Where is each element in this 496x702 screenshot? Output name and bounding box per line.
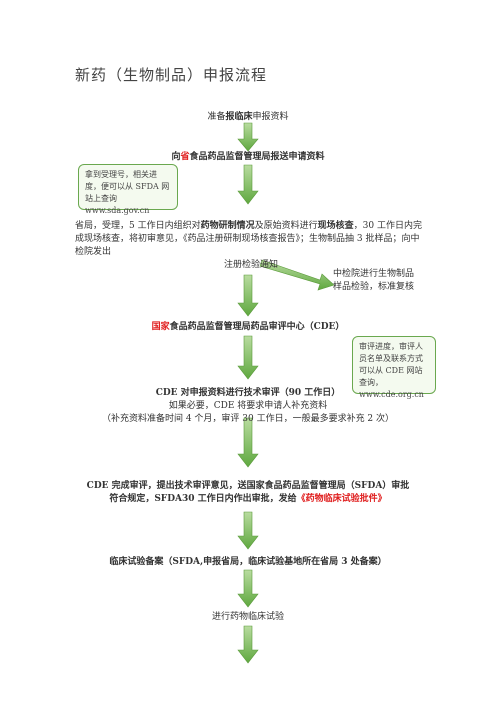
step-filing: 临床试验备案（SFDA,申报省局，临床试验基地所在省局 3 处备案） bbox=[109, 557, 387, 567]
step-review-b: 药物研制情况 bbox=[200, 221, 255, 231]
step-prepare-pre: 准备 bbox=[207, 112, 226, 122]
arrow-3 bbox=[237, 274, 259, 317]
arrow-6 bbox=[237, 511, 259, 550]
step-approval-line1: CDE 完成审评，提出技术审评意见，送国家食品药品监督管理局（SFDA）审批 bbox=[86, 481, 410, 491]
step-approval: CDE 完成审评，提出技术审评意见，送国家食品药品监督管理局（SFDA）审批 符… bbox=[70, 480, 426, 506]
note-cde-query: 审评进度，审评人员名单及联系方式可以从 CDE 网站查询，www.cde.org… bbox=[352, 336, 436, 399]
arrow-7 bbox=[237, 569, 259, 608]
step-review-d: 现场核查 bbox=[317, 221, 354, 231]
step-cde-post: 食品药品监督管理局药品审评中心（CDE） bbox=[169, 322, 345, 332]
step-prepare-bold: 报临床 bbox=[225, 112, 253, 122]
page-title: 新药（生物制品）申报流程 bbox=[75, 66, 268, 84]
arrow-2 bbox=[237, 164, 259, 205]
step-cde-red: 国家 bbox=[151, 322, 170, 332]
step-review-a: 省局，受理，5 工作日内组织对 bbox=[75, 221, 201, 231]
step-province-pre: 向 bbox=[171, 152, 181, 162]
step-province-submit: 向省食品药品监督管理局报送申请资料 bbox=[120, 151, 376, 164]
step-approval-line2a: 符合规定，SFDA30 工作日内作出审批，发给 bbox=[109, 494, 297, 504]
step-review-e: ，30 工作日内完成现场核查，将初审意见，《药品注册研制现场核查报告》；生物制品… bbox=[75, 221, 422, 257]
step-province-review: 省局，受理，5 工作日内组织对药物研制情况及原始资料进行现场核查，30 工作日内… bbox=[75, 220, 427, 272]
step-cde: 国家食品药品监督管理局药品审评中心（CDE） bbox=[120, 321, 376, 334]
step-tech-review-line2: 如果必要，CDE 将要求申请人补充资料 bbox=[168, 401, 328, 411]
step-clinical-trial: 进行药物临床试验 bbox=[211, 612, 284, 622]
arrow-8 bbox=[237, 625, 259, 664]
step-tech-review: CDE 对申报资料进行技术审评（90 工作日） 如果必要，CDE 将要求申请人补… bbox=[80, 387, 416, 426]
arrow-5 bbox=[237, 417, 259, 468]
step-review-c: 及原始资料进行 bbox=[254, 221, 318, 231]
step-nicpbp-test: 中检院进行生物制品样品检验，标准复核 bbox=[333, 269, 415, 292]
step-prepare: 准备报临床申报资料 bbox=[150, 111, 346, 124]
step-review-f: 注册检验通知 bbox=[223, 260, 278, 270]
step-tech-review-line1: CDE 对申报资料进行技术审评（90 工作日） bbox=[155, 388, 341, 398]
note-sfda-query: 拿到受理号，相关进度，便可以从 SFDA 网站上查询 www.sda.gov.c… bbox=[78, 164, 178, 215]
arrow-4 bbox=[237, 335, 259, 380]
step-prepare-post: 申报资料 bbox=[252, 112, 289, 122]
arrow-1 bbox=[237, 122, 259, 152]
step-approval-line2b: 《药物临床试验批件》 bbox=[296, 494, 387, 504]
step-tech-review-line3: （补充资料准备时间 4 个月，审评 30 工作日，一般最多要求补充 2 次） bbox=[101, 414, 395, 424]
arrow-side bbox=[259, 259, 335, 291]
step-province-red: 省 bbox=[180, 152, 190, 162]
step-province-post: 食品药品监督管理局报送申请资料 bbox=[189, 152, 325, 162]
